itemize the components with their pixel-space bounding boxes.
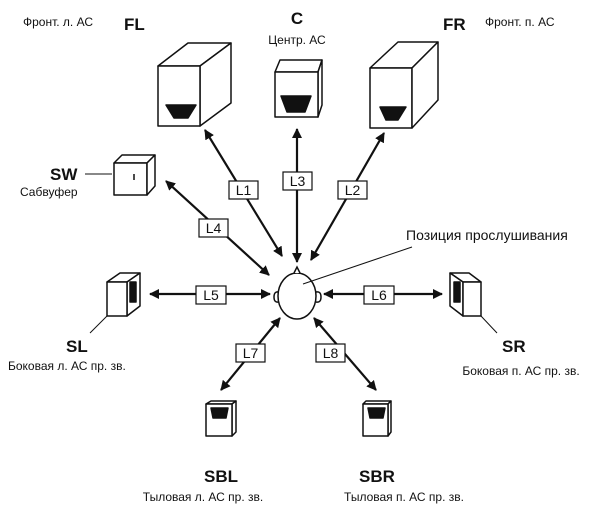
l6-label: L6 <box>371 287 387 303</box>
sl-description: Боковая л. АС пр. зв. <box>8 359 126 373</box>
sbl-description: Тыловая л. АС пр. зв. <box>143 490 263 504</box>
sbl-speaker-icon <box>205 400 237 437</box>
sw-description: Сабвуфер <box>20 185 78 199</box>
fr-code: FR <box>443 15 466 34</box>
listener-head-icon <box>273 265 322 320</box>
sbl-code: SBL <box>204 467 238 486</box>
l6-label-box <box>363 285 395 305</box>
c-description: Центр. АС <box>268 33 326 47</box>
l2-label: L2 <box>345 182 361 198</box>
fl-description: Фронт. л. АС <box>23 15 93 29</box>
sw-subwoofer-icon <box>113 154 156 196</box>
l1-label-box <box>228 180 259 200</box>
l8-label-box <box>315 343 346 363</box>
l8-label: L8 <box>323 345 339 361</box>
c-code: C <box>291 9 303 28</box>
l5-label-box <box>195 285 227 305</box>
fr-description: Фронт. п. АС <box>485 15 555 29</box>
sbr-speaker-icon <box>362 400 392 437</box>
l4-label: L4 <box>206 220 222 236</box>
sr-description: Боковая п. АС пр. зв. <box>462 364 579 378</box>
sl-speaker-icon <box>106 272 141 317</box>
l4-label-box <box>198 218 229 238</box>
l3-label-box <box>282 171 313 191</box>
sl-leader-line <box>89 315 108 334</box>
sr-speaker-icon <box>449 272 482 317</box>
sl-code: SL <box>66 337 88 356</box>
fl-code: FL <box>124 15 145 34</box>
fr-speaker-icon <box>369 41 439 129</box>
sbr-code: SBR <box>359 467 395 486</box>
sr-leader-line <box>480 315 498 334</box>
l3-label: L3 <box>290 173 306 189</box>
l2-label-box <box>337 180 368 200</box>
l5-label: L5 <box>203 287 219 303</box>
sbr-description: Тыловая п. АС пр. зв. <box>344 490 464 504</box>
sr-code: SR <box>502 337 526 356</box>
fl-speaker-icon <box>157 42 232 127</box>
listening-position-label: Позиция прослушивания <box>406 227 568 243</box>
sw-code: SW <box>50 165 78 184</box>
listener-pointer-line <box>302 246 413 285</box>
l7-label: L7 <box>243 345 259 361</box>
l7-label-box <box>235 343 266 363</box>
c-speaker-icon <box>274 59 323 118</box>
l1-label: L1 <box>236 182 252 198</box>
